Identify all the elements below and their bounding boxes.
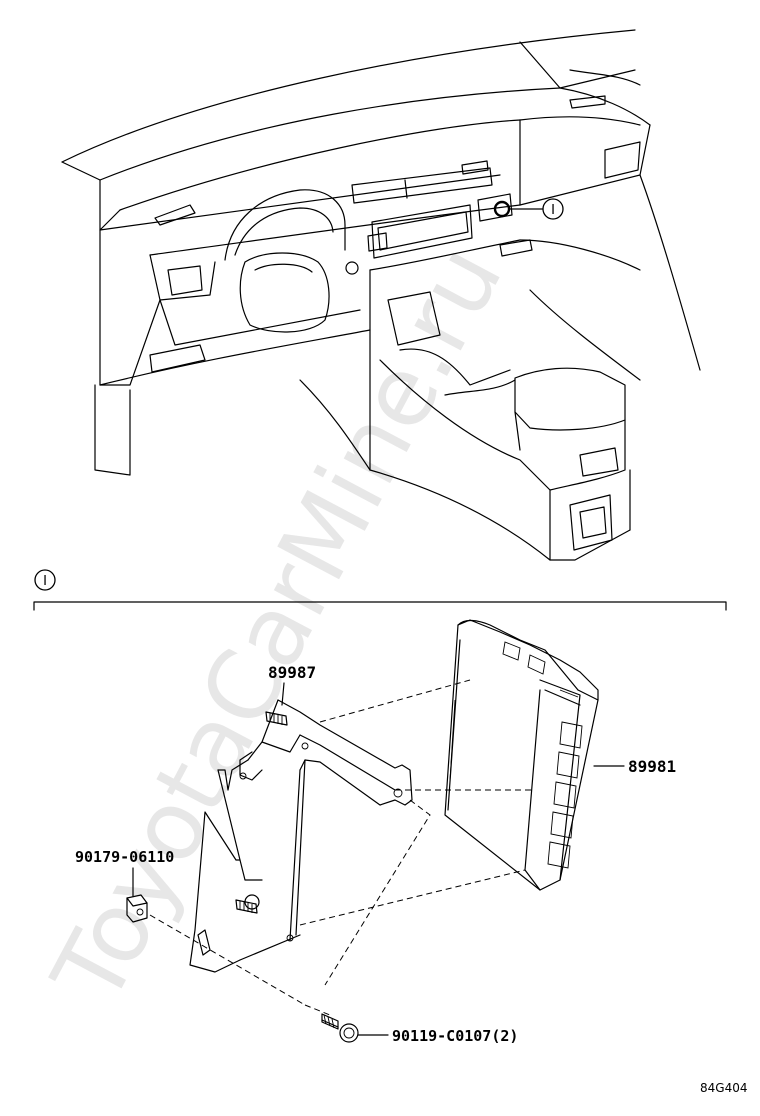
section-marker-circle	[34, 569, 56, 591]
callout-marker-label: I	[551, 203, 555, 218]
figure-code: 84G404	[700, 1081, 747, 1095]
location-callout: I	[493, 198, 564, 220]
nut-drawing	[126, 867, 148, 923]
part-number-nut: 90179-06110	[75, 848, 174, 866]
part-number-bolt: 90119-C0107(2)	[392, 1027, 518, 1045]
section-marker-label: I	[43, 574, 47, 589]
assembly-lines	[149, 679, 535, 1016]
bracket-drawing	[189, 699, 413, 973]
callout-marker-circle	[542, 198, 564, 220]
part-number-bracket: 89987	[268, 663, 316, 682]
dashboard-illustration	[61, 29, 701, 561]
bolt-drawing	[321, 1013, 389, 1043]
part-number-ecu: 89981	[628, 757, 676, 776]
ecu-module-drawing	[444, 619, 599, 891]
section-header: I	[33, 569, 727, 611]
bracket-leader	[281, 682, 285, 706]
section-bracket-line	[33, 601, 727, 611]
